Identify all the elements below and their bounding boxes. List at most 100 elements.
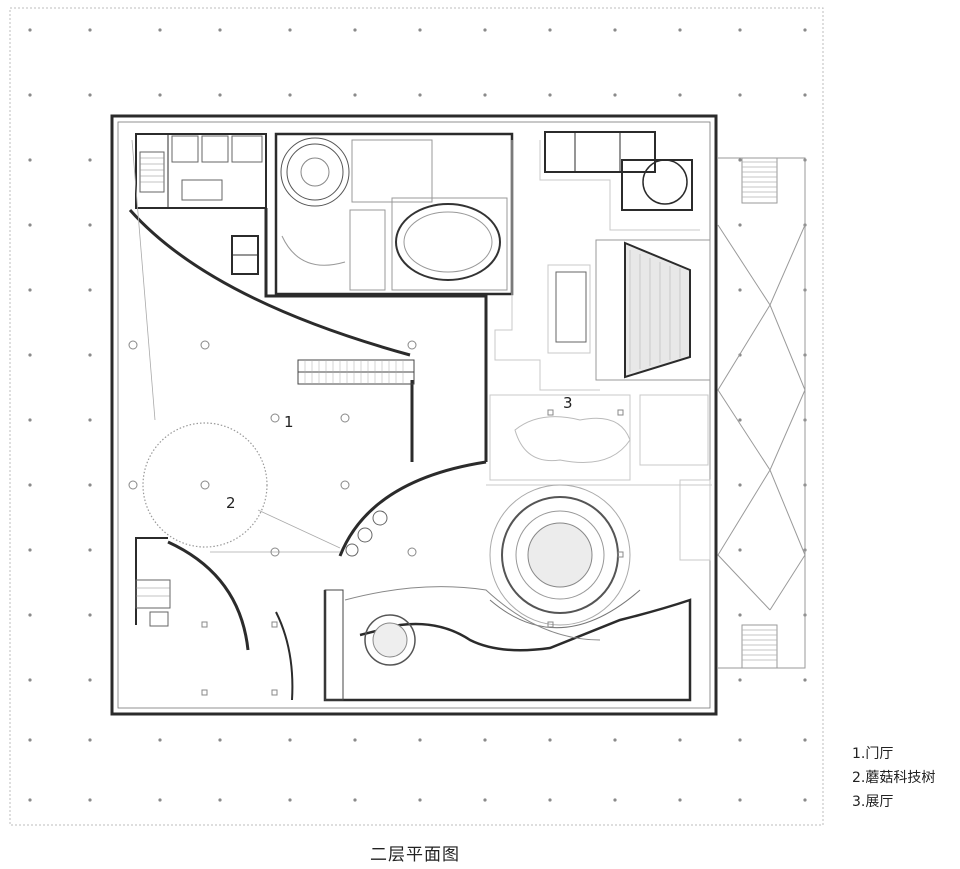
grid-dot	[88, 353, 92, 357]
grid-dot	[548, 738, 552, 742]
legend-item-lobby: 1.门厅	[852, 746, 894, 762]
grid-dot	[28, 798, 32, 802]
grid-dot	[88, 418, 92, 422]
grid-dot	[418, 28, 422, 32]
grid-dot	[613, 28, 617, 32]
service-core-northwest	[135, 133, 267, 275]
grid-dot	[218, 738, 222, 742]
grid-dot	[353, 28, 357, 32]
service-core-southwest	[135, 537, 171, 627]
grid-dot	[88, 738, 92, 742]
grid-dot	[28, 418, 32, 422]
grid-dot	[88, 288, 92, 292]
grid-dot	[483, 93, 487, 97]
grid-dot	[88, 678, 92, 682]
grid-dot	[288, 738, 292, 742]
grid-dot	[88, 223, 92, 227]
grid-dot	[483, 738, 487, 742]
grid-dot	[613, 798, 617, 802]
exhibition-hall-lines	[486, 140, 712, 561]
grid-dot	[28, 288, 32, 292]
grid-dot	[88, 158, 92, 162]
room-label-lobby: 1	[284, 413, 294, 431]
grid-dot	[88, 798, 92, 802]
grid-dot	[28, 738, 32, 742]
grid-dot	[88, 548, 92, 552]
grid-dot	[738, 223, 742, 227]
grid-dot	[738, 613, 742, 617]
south-gallery	[323, 586, 692, 702]
site-boundary	[9, 7, 824, 826]
grid-dot	[418, 798, 422, 802]
grid-dot	[803, 678, 807, 682]
grid-dot	[738, 418, 742, 422]
east-canopy	[717, 157, 806, 669]
grid-dot	[548, 798, 552, 802]
grid-dot	[483, 28, 487, 32]
grid-dot	[738, 288, 742, 292]
grid-dot	[738, 93, 742, 97]
grid-dot	[28, 548, 32, 552]
grid-dot	[738, 28, 742, 32]
room-label-exhibition-hall: 3	[563, 394, 573, 412]
grid-dot	[483, 798, 487, 802]
grid-dot	[548, 28, 552, 32]
grid-dot	[158, 28, 162, 32]
grid-dot	[28, 483, 32, 487]
grid-dot	[28, 223, 32, 227]
service-core-northeast	[544, 131, 693, 211]
grid-dot	[88, 483, 92, 487]
grid-dot	[803, 738, 807, 742]
escalator	[297, 359, 415, 385]
room-label-mushroom-tree: 2	[226, 494, 236, 512]
interior-columns	[128, 340, 624, 696]
grid-dot	[418, 93, 422, 97]
grid-dot	[678, 28, 682, 32]
grid-dot	[288, 28, 292, 32]
grid-dot	[218, 93, 222, 97]
grid-dot	[28, 678, 32, 682]
grid-dot	[28, 158, 32, 162]
grid-dot	[738, 158, 742, 162]
grid-dot	[288, 798, 292, 802]
grid-dot	[738, 678, 742, 682]
legend: 1.门厅 2.蘑菇科技树 3.展厅	[852, 742, 935, 814]
grid-dot	[88, 613, 92, 617]
grid-dot	[218, 28, 222, 32]
grid-dot	[218, 798, 222, 802]
grid-dot	[28, 93, 32, 97]
grid-dot	[613, 93, 617, 97]
grid-dot	[88, 93, 92, 97]
column-grid-dots	[28, 28, 807, 802]
grid-dot	[803, 93, 807, 97]
grid-dot	[678, 93, 682, 97]
grid-dot	[353, 738, 357, 742]
grid-dot	[418, 738, 422, 742]
grid-dot	[88, 28, 92, 32]
lobby-curved-walls	[128, 208, 488, 701]
grid-dot	[738, 798, 742, 802]
north-exhibit-modules	[274, 132, 514, 296]
auditorium	[555, 239, 711, 381]
plan-title: 二层平面图	[370, 845, 460, 865]
grid-dot	[28, 28, 32, 32]
grid-dot	[353, 93, 357, 97]
grid-dot	[613, 738, 617, 742]
grid-dot	[548, 93, 552, 97]
grid-dot	[158, 93, 162, 97]
grid-dot	[158, 798, 162, 802]
legend-item-exhibition-hall: 3.展厅	[852, 794, 894, 810]
mushroom-tree-area	[131, 139, 388, 557]
grid-dot	[678, 738, 682, 742]
grid-dot	[28, 353, 32, 357]
east-stairs	[742, 161, 777, 661]
grid-dot	[738, 738, 742, 742]
grid-dot	[28, 613, 32, 617]
grid-dot	[738, 548, 742, 552]
grid-dot	[803, 28, 807, 32]
legend-item-mushroom-tree: 2.蘑菇科技树	[852, 770, 936, 786]
grid-dot	[678, 798, 682, 802]
grid-dot	[738, 483, 742, 487]
grid-dot	[803, 798, 807, 802]
